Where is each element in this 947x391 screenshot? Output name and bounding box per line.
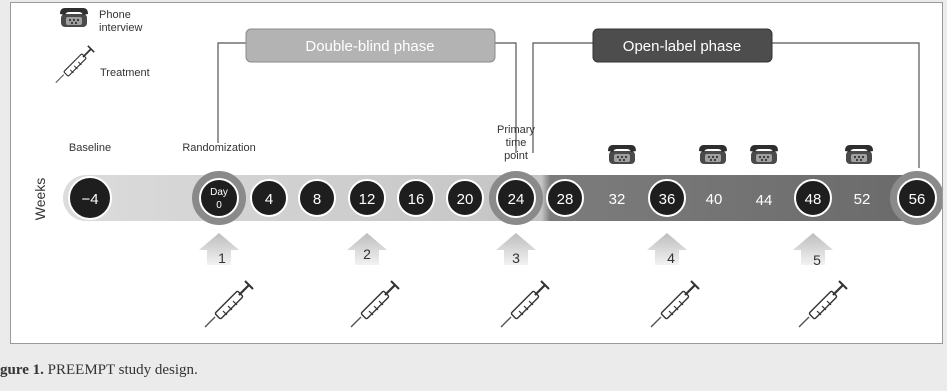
telephone-icon	[60, 8, 88, 27]
treatment-arrow-4	[647, 233, 687, 265]
week-marker-32: 32	[609, 191, 626, 208]
syringe-icon	[797, 279, 849, 329]
legend: Phone interview Treatment	[54, 8, 150, 84]
figure-panel: Phone interview Treatment Double-blind p…	[10, 2, 944, 344]
week-marker-48-label: 48	[805, 191, 822, 208]
open-label-phase-label: Open-label phase	[623, 38, 741, 55]
week-marker-8: 8	[298, 179, 336, 217]
open-label-phase-box: Open-label phase	[592, 28, 773, 63]
week-marker-16: 16	[397, 179, 435, 217]
week-marker-52-label: 52	[854, 191, 871, 208]
week-marker-4-label: 4	[265, 191, 273, 208]
legend-phone-label-line2: interview	[99, 22, 142, 34]
phase-brackets	[217, 42, 920, 168]
week-marker-12-label: 12	[359, 191, 376, 208]
week-marker-baseline: −4	[68, 176, 112, 220]
telephone-icon	[699, 145, 727, 164]
weeks-axis-label: Weeks	[32, 178, 48, 221]
treatment-arrow-2	[347, 233, 387, 265]
legend-phone-label-line1: Phone	[99, 9, 131, 21]
week-marker-32-label: 32	[609, 191, 626, 208]
baseline-label: Baseline	[69, 142, 111, 154]
week-marker-day0-label-line1: Day	[210, 187, 228, 198]
week-marker-28-label: 28	[557, 191, 574, 208]
figure-caption: gure 1. PREEMPT study design.	[0, 362, 198, 379]
figure-caption-text: PREEMPT study design.	[43, 362, 198, 378]
syringe-icon	[499, 279, 551, 329]
week-marker-20: 20	[446, 179, 484, 217]
week-marker-40: 40	[706, 191, 723, 208]
week-marker-52: 52	[854, 191, 871, 208]
week-marker-36: 36	[648, 179, 686, 217]
week-marker-day0-label-line2: 0	[216, 200, 222, 211]
study-design-diagram: Phone interview Treatment Double-blind p…	[32, 8, 944, 329]
week-marker-baseline-label: −4	[81, 191, 98, 208]
week-marker-day0: Day 0	[192, 171, 246, 225]
week-marker-24-label: 24	[508, 191, 525, 208]
treatment-arrow-1	[199, 233, 239, 265]
week-marker-56-label: 56	[909, 191, 926, 208]
week-marker-20-label: 20	[457, 191, 474, 208]
double-blind-phase-label: Double-blind phase	[305, 38, 434, 55]
telephone-icon	[750, 145, 778, 164]
treatment-number-5: 5	[813, 252, 821, 268]
week-markers: −4 Day 0 4 8 12	[68, 171, 944, 225]
legend-treatment-label: Treatment	[100, 67, 150, 79]
treatment-number-2: 2	[363, 246, 371, 262]
telephone-icon	[608, 145, 636, 164]
week-marker-36-label: 36	[659, 191, 676, 208]
week-marker-4: 4	[250, 179, 288, 217]
telephone-icon	[845, 145, 873, 164]
week-marker-8-label: 8	[313, 191, 321, 208]
primary-time-point-label-line2: time	[506, 137, 527, 149]
double-blind-phase-box: Double-blind phase	[245, 28, 496, 63]
week-marker-44-label: 44	[756, 192, 773, 209]
syringe-icon	[349, 279, 401, 329]
treatment-number-3: 3	[512, 250, 520, 266]
primary-time-point-label-line1: Primary	[497, 124, 535, 136]
week-marker-28: 28	[546, 179, 584, 217]
treatment-number-4: 4	[667, 250, 675, 266]
syringe-icon	[54, 44, 96, 84]
treatment-arrows	[199, 233, 833, 265]
week-marker-12: 12	[348, 179, 386, 217]
week-marker-44: 44	[756, 192, 773, 209]
randomization-label: Randomization	[182, 142, 255, 154]
treatment-arrow-5	[793, 233, 833, 265]
week-marker-40-label: 40	[706, 191, 723, 208]
syringe-icon	[649, 279, 701, 329]
week-marker-56: 56	[890, 171, 944, 225]
treatment-arrow-3	[496, 233, 536, 265]
week-marker-24: 24	[489, 171, 543, 225]
figure-caption-label: gure 1.	[0, 362, 44, 378]
primary-time-point-label-line3: point	[504, 150, 528, 162]
week-marker-16-label: 16	[408, 191, 425, 208]
week-marker-48: 48	[794, 179, 832, 217]
treatment-number-1: 1	[218, 250, 226, 266]
syringe-icon	[203, 279, 255, 329]
